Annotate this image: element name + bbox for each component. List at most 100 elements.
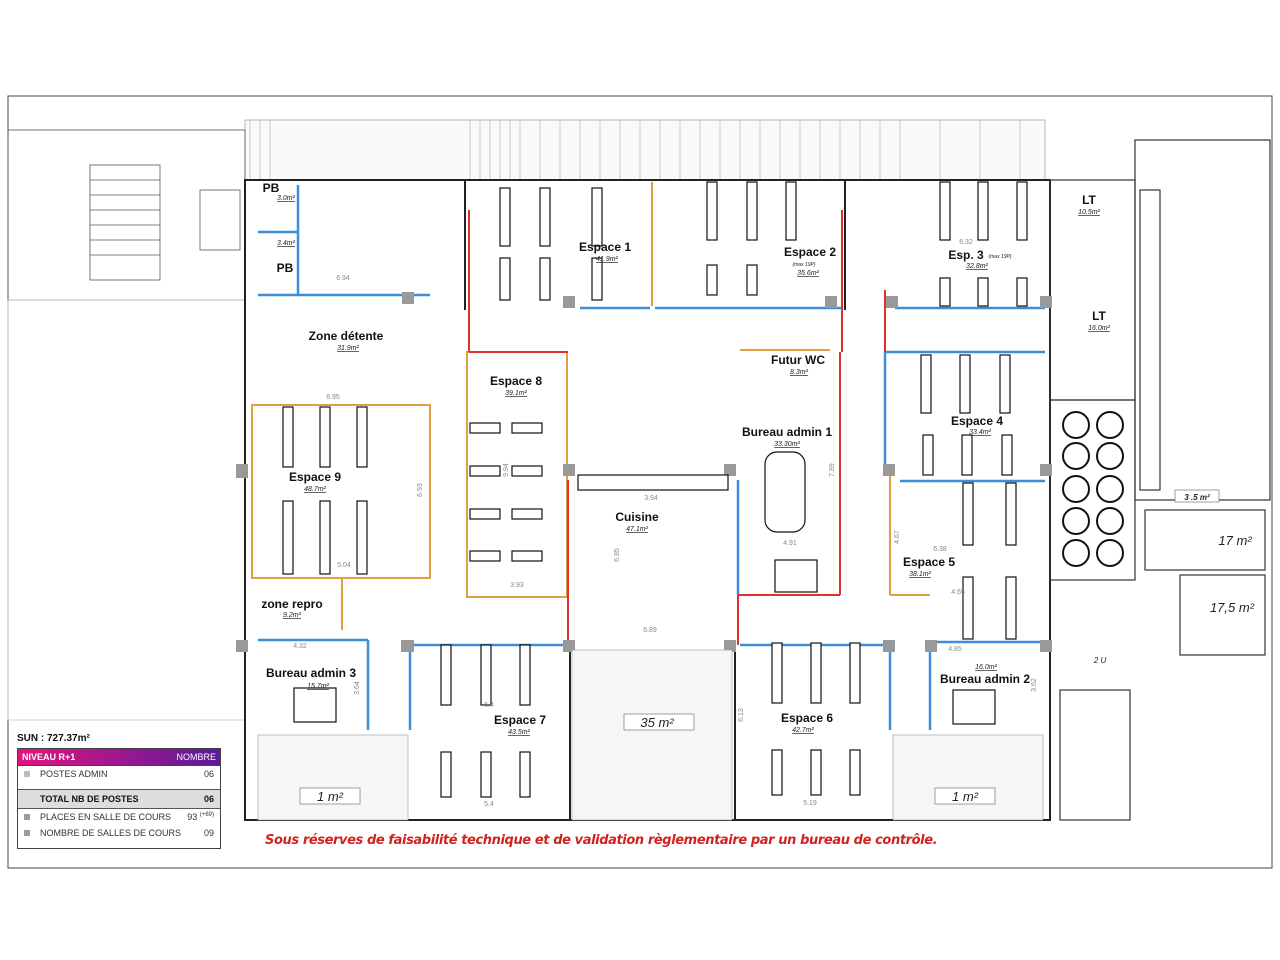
room-label-lt1: LT <box>1082 193 1096 207</box>
room-label-bureau-admin3: Bureau admin 3 <box>266 666 356 680</box>
dimension-label: 3.93 <box>510 582 524 589</box>
dimension-label: 9.94 <box>503 463 510 477</box>
dimension-label: 6.38 <box>933 546 947 553</box>
terrace-left-area: 1 m² <box>317 789 344 804</box>
sanitaires-h-area: 17 m² <box>1218 533 1252 548</box>
room-area-lt2: 16.0m² <box>1088 325 1110 332</box>
room-area-espace1: 41.9m² <box>596 256 618 263</box>
desk-rows <box>282 181 1028 798</box>
dimension-label: 7.89 <box>829 463 836 477</box>
legend-row-value: 09 <box>203 828 214 838</box>
room-label-espace8: Espace 8 <box>490 374 542 388</box>
legend-total-label: TOTAL NB DE POSTES <box>40 794 139 804</box>
room-label-espace3: Esp. 3 <box>948 248 984 262</box>
room-area-espace9: 48.7m² <box>304 486 326 493</box>
room-area-pb1: 3.0m² <box>277 195 296 202</box>
room-area-espace6: 42.7m² <box>792 727 814 734</box>
room-area-zone-repro: 9.2m² <box>283 612 302 619</box>
legend-total-row: TOTAL NB DE POSTES 06 <box>18 789 220 809</box>
dimension-label: 5.04 <box>337 562 351 569</box>
room-area-zone-detente: 31.9m² <box>337 345 359 352</box>
legend-row-extra: (+69) <box>199 812 214 818</box>
dimension-label: 4.85 <box>948 646 962 653</box>
dimension-label: 3.62 <box>1031 678 1038 692</box>
esc2-area: 3 .5 m² <box>1184 493 1210 502</box>
dimension-label: 6.89 <box>643 627 657 634</box>
dimension-label: 6.94 <box>336 275 350 282</box>
room-label-futur-wc: Futur WC <box>771 353 825 367</box>
ventilation-units <box>1062 411 1124 567</box>
dimension-label: 6.4 <box>484 702 494 709</box>
room-note-espace2: (max 19P) <box>792 262 815 268</box>
room-area-bureau-admin1: 33.30m² <box>774 441 800 448</box>
legend-row-value: 93 <box>187 812 198 822</box>
room-area-espace8: 39.1m² <box>505 390 527 397</box>
room-label-bureau-admin2: Bureau admin 2 <box>940 672 1030 686</box>
room-label-espace1: Espace 1 <box>579 240 631 254</box>
room-area-espace5: 38.1m² <box>909 571 931 578</box>
legend-row-label: PLACES EN SALLE DE COURS <box>40 812 172 822</box>
room-area-bureau-admin2: 16.0m² <box>975 664 997 671</box>
structural-columns <box>236 292 1052 652</box>
room-note-espace3: (max 19P) <box>988 254 1011 260</box>
partitions-blue <box>258 185 1045 730</box>
legend-swatch <box>24 830 30 836</box>
legend-row-places: PLACES EN SALLE DE COURS 93 (+69) <box>18 809 220 825</box>
room-area-cuisine: 47.1m² <box>626 526 648 533</box>
summary-legend: SUN : 727.37m² NIVEAU R+1 NOMBRE POSTES … <box>17 733 221 849</box>
room-label-lt2: LT <box>1092 309 1106 323</box>
legend-swatch <box>24 814 30 820</box>
dimension-label: 6.95 <box>326 394 340 401</box>
room-area-lt1: 10.5m² <box>1078 209 1100 216</box>
facade-hatch <box>244 119 1046 181</box>
dimension-label: 3.94 <box>644 495 658 502</box>
room-area-espace2: 35.6m² <box>797 270 819 277</box>
terrace-center-area: 35 m² <box>640 715 674 730</box>
room-area-espace3: 32.8m² <box>966 263 988 270</box>
legend-row-label: NOMBRE DE SALLES DE COURS <box>40 828 182 838</box>
legend-header-value: NOMBRE <box>176 752 216 762</box>
legend-row-salles: NOMBRE DE SALLES DE COURS 09 <box>18 825 220 848</box>
room-label-zone-detente: Zone détente <box>309 329 384 343</box>
left-exterior <box>7 129 246 721</box>
dimension-label: 6.32 <box>959 239 973 246</box>
room-area-bureau-admin3: 15.7m² <box>307 683 329 690</box>
terraces <box>257 649 1044 821</box>
sanitaires-f-area: 17,5 m² <box>1210 600 1255 615</box>
legend-total-value: 06 <box>203 794 214 804</box>
dimension-label: 4.67 <box>894 530 901 544</box>
dimension-label: 5.19 <box>803 800 817 807</box>
room-area-espace7: 43.5m² <box>508 729 530 736</box>
room-label-pb2: PB <box>277 261 294 275</box>
room-label-cuisine: Cuisine <box>615 510 659 524</box>
room-label-bureau-admin1: Bureau admin 1 <box>742 425 832 439</box>
dimension-label: 5.4 <box>484 801 494 808</box>
legend-table: POSTES ADMIN 06 TOTAL NB DE POSTES 06 PL… <box>17 766 221 849</box>
legend-row-postes-admin: POSTES ADMIN 06 <box>18 766 220 789</box>
room-label-espace6: Espace 6 <box>781 711 833 725</box>
room-label-espace7: Espace 7 <box>494 713 546 727</box>
legend-header: NIVEAU R+1 NOMBRE <box>17 748 221 766</box>
legend-row-value: 06 <box>203 769 214 779</box>
room-label-zone-repro: zone repro <box>261 597 322 611</box>
dimension-label: 4.65 <box>951 589 965 596</box>
dimension-labels: 6.95 6.94 3.94 4.91 7.89 6.38 4.67 4.65 … <box>293 239 1038 808</box>
legend-header-label: NIVEAU R+1 <box>22 752 76 762</box>
room-label-espace5: Espace 5 <box>903 555 955 569</box>
room-label-espace9: Espace 9 <box>289 470 341 484</box>
dimension-label: 6.85 <box>614 548 621 562</box>
partitions-red <box>468 210 886 645</box>
dimension-label: 4.91 <box>783 540 797 547</box>
room-label-pb1: PB <box>263 181 280 195</box>
room-area-espace4: 33.4m² <box>969 429 991 436</box>
room-area-futur-wc: 8.3m² <box>790 369 809 376</box>
disclaimer-note: Sous réserves de faisabilité technique e… <box>265 833 938 848</box>
dimension-label: 6.93 <box>417 483 424 497</box>
room-label-espace4: Espace 4 <box>951 414 1003 428</box>
dimension-label: 6.13 <box>738 708 745 722</box>
terrace-right-area: 1 m² <box>952 789 979 804</box>
room-label-espace2: Espace 2 <box>784 245 836 259</box>
room-area-pb2: 3.4m² <box>277 240 296 247</box>
legend-swatch <box>24 771 30 777</box>
